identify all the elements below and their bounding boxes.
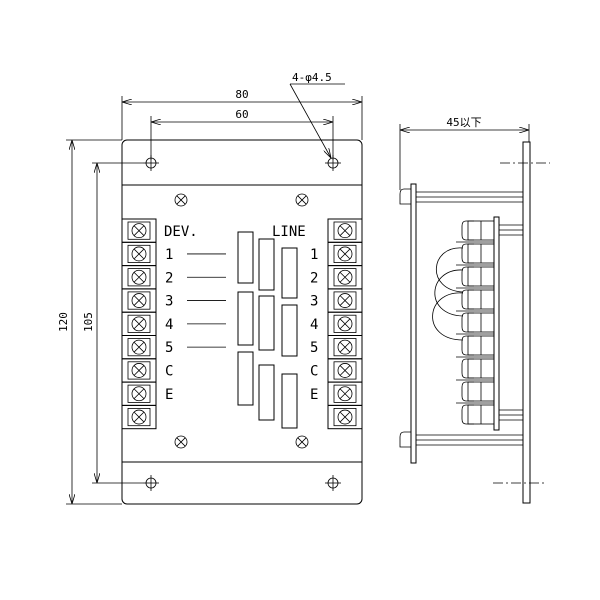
terminal-side (456, 287, 495, 310)
component-block (237, 231, 254, 284)
terminal-screw-icon (337, 386, 353, 402)
terminal-screw-icon (337, 246, 353, 262)
terminal-screw-icon (131, 339, 147, 355)
terminal-screw-icon (131, 293, 147, 308)
dev-label: 1 (165, 247, 173, 263)
line-label: C (310, 363, 318, 379)
dev-label: C (165, 363, 173, 379)
depth-label: 45以下 (446, 116, 481, 129)
mounting-hole (325, 155, 341, 171)
line-label: 4 (310, 317, 318, 333)
jumper-wire (436, 247, 464, 293)
terminal-screw-icon (337, 363, 353, 378)
terminal-screw-icon (337, 223, 353, 239)
terminal-screw-icon (337, 316, 353, 332)
dimension-105: 105 (82, 162, 143, 484)
line-header: LINE (272, 224, 306, 240)
dimension-120-label: 120 (57, 312, 70, 332)
dev-label: 3 (165, 294, 173, 310)
terminal-screw-icon (337, 293, 353, 308)
terminal-screw-icon (131, 246, 147, 262)
dimension-hole-spec: 4-φ4.5 (289, 71, 345, 158)
dev-header: DEV. (164, 224, 198, 240)
component-block (281, 247, 298, 299)
terminal-screw-icon (131, 409, 147, 425)
mounting-hole (143, 475, 159, 491)
dev-label: 5 (165, 340, 173, 356)
component-block (281, 304, 298, 357)
fixing-screw-icon (295, 193, 309, 207)
terminal-left (121, 404, 157, 430)
component-block (258, 238, 275, 291)
dimension-60: 60 (150, 108, 334, 160)
component-block (237, 291, 254, 346)
dimension-60-label: 60 (235, 108, 248, 121)
mounting-hole (143, 155, 159, 171)
terminal-screw-icon (131, 269, 147, 285)
terminal-right (327, 404, 363, 430)
terminal-side (456, 310, 495, 333)
terminal-side (456, 356, 495, 379)
terminal-screw-icon (131, 223, 147, 239)
front-plate-side (410, 183, 417, 464)
terminal-side (461, 220, 495, 241)
cap-nut (399, 431, 411, 448)
terminal-side (456, 333, 495, 356)
dimension-80-label: 80 (235, 88, 248, 101)
component-block (258, 364, 275, 421)
line-label: 3 (310, 294, 318, 310)
component-block (237, 351, 254, 406)
dimension-105-label: 105 (82, 312, 95, 332)
terminal-side (456, 402, 495, 425)
component-block (258, 295, 275, 351)
jumper-wire (432, 292, 464, 341)
line-label: 2 (310, 270, 318, 286)
mounting-plate (121, 139, 363, 505)
dev-label: 2 (165, 270, 173, 286)
terminal-side (456, 264, 495, 287)
terminal-board-side (493, 216, 500, 431)
terminal-screw-icon (131, 363, 147, 378)
fixing-screw-icon (174, 193, 188, 207)
fixing-screw-icon (295, 435, 309, 449)
dimension-120: 120 (57, 139, 122, 505)
fixing-screw-icon (174, 435, 188, 449)
terminal-screw-icon (337, 409, 353, 425)
dimension-80: 80 (121, 88, 363, 140)
terminal-side (456, 379, 495, 402)
jumper-wire (434, 269, 464, 317)
terminal-screw-icon (131, 386, 147, 402)
line-label: 5 (310, 340, 318, 356)
terminal-screw-icon (131, 316, 147, 332)
cap-nut (399, 188, 411, 205)
back-plate (522, 141, 531, 504)
dev-label: E (165, 387, 173, 403)
terminal-screw-icon (337, 269, 353, 285)
component-block (281, 373, 298, 429)
mounting-hole (325, 475, 341, 491)
line-label: E (310, 387, 318, 403)
hole-spec-label: 4-φ4.5 (292, 71, 332, 84)
dev-label: 4 (165, 317, 173, 333)
side-view: 45以下 (399, 116, 550, 504)
terminal-screw-icon (337, 339, 353, 355)
line-label: 1 (310, 247, 318, 263)
terminal-side (456, 241, 495, 264)
